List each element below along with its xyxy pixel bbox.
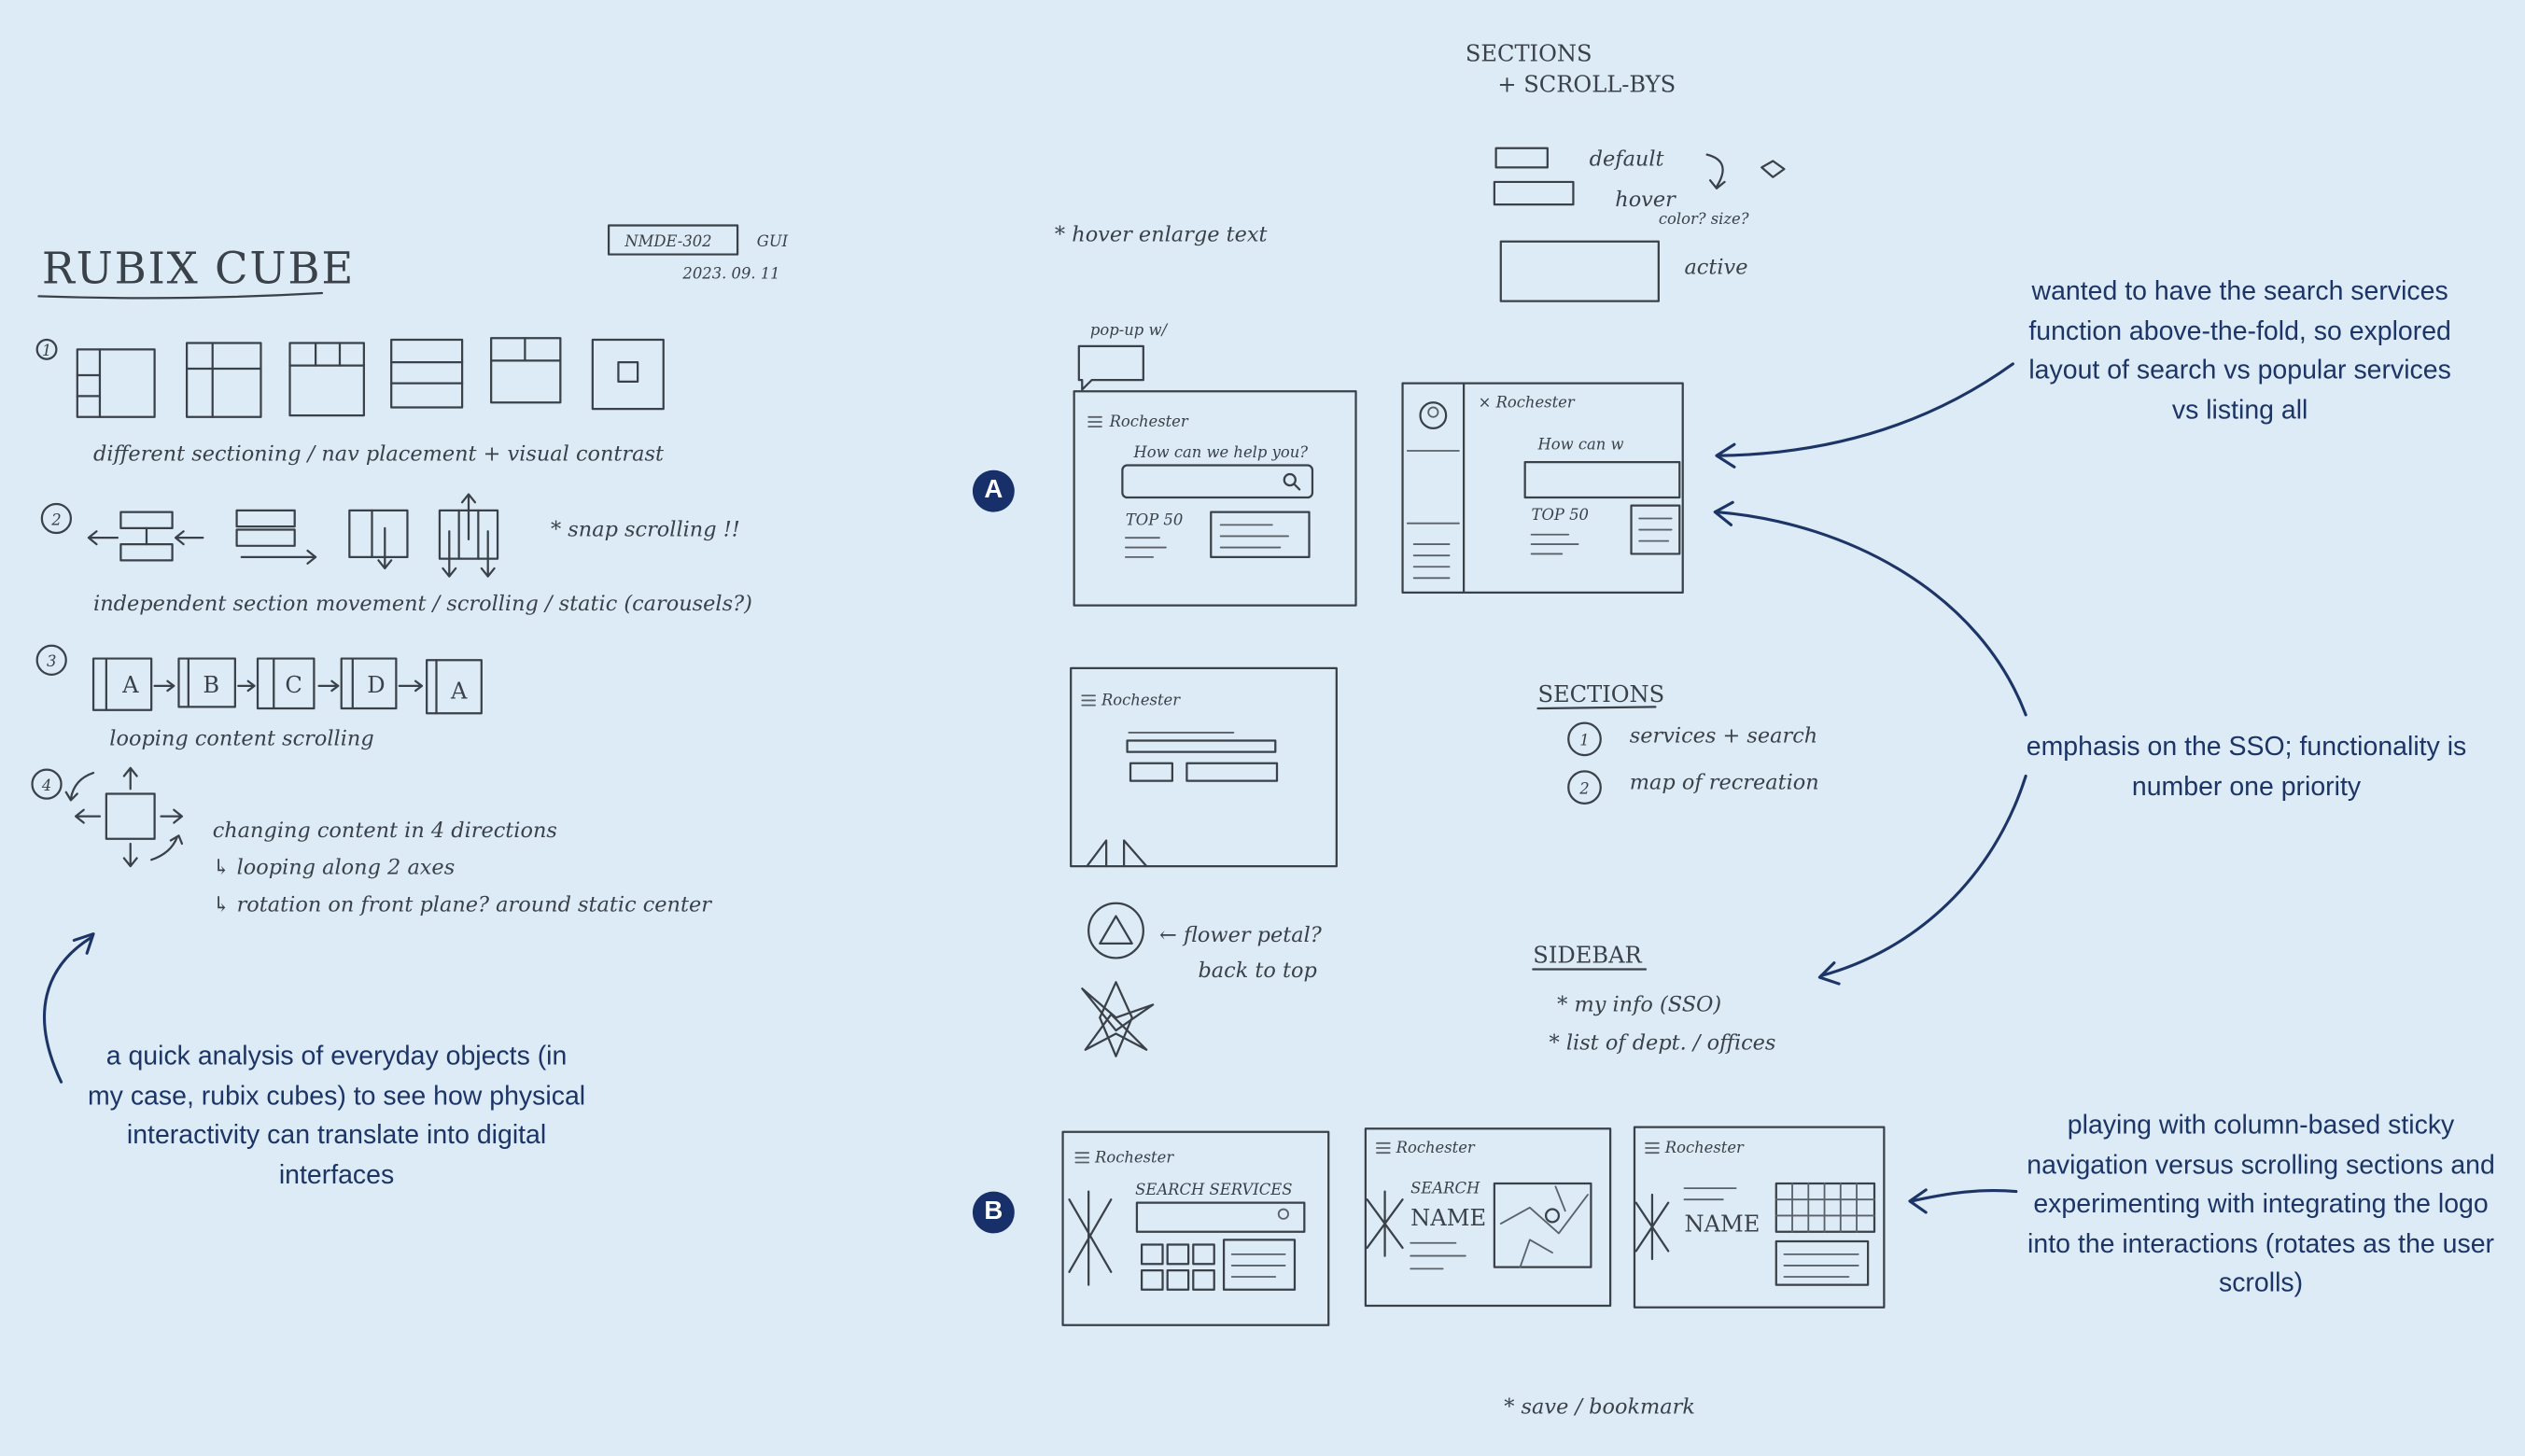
b3-brand: Rochester (1664, 1139, 1745, 1156)
hover-enlarge-note: * hover enlarge text (1055, 223, 1269, 247)
wireframe-a2: × Rochester How can w TOP 50 (1401, 382, 1684, 594)
button-states (1493, 147, 1786, 302)
snap-scrolling-note: * snap scrolling !! (551, 517, 740, 541)
save-bookmark-note: * save / bookmark (1504, 1395, 1695, 1420)
item-1-caption: different sectioning / nav placement + v… (93, 441, 665, 466)
wireframe-b1: Rochester SEARCH SERVICES (1061, 1130, 1330, 1326)
sectioning-thumbnails (76, 337, 665, 418)
bottom-right-arrowhead (1908, 1188, 1928, 1214)
sections-list-title: SECTIONS (1537, 681, 1664, 707)
wireframe-a1: Rochester How can we help you? TOP 50 (1073, 390, 1357, 607)
mid-right-arrow-up (1715, 511, 2027, 717)
section-2: map of recreation (1630, 770, 1819, 794)
course-gui: GUI (757, 232, 789, 250)
b1-brand: Rochester (1094, 1149, 1174, 1167)
loop-d: D (367, 672, 385, 698)
note-column-navigation: playing with column-based sticky navigat… (2027, 1111, 2495, 1298)
left-note-arrowhead (72, 932, 95, 955)
direction-thumbnail (64, 766, 184, 868)
annotation-arrows (42, 362, 2027, 1214)
a1-help-text: How can we help you? (1132, 443, 1308, 461)
wireframe-sections: Rochester (1070, 666, 1338, 868)
back-to-top-note: back to top (1198, 959, 1316, 983)
a1-brand: Rochester (1109, 413, 1189, 430)
sheet-date: 2023. 09. 11 (681, 264, 779, 282)
looping-thumbnails (91, 657, 483, 715)
item-4-line-2: ↳ looping along 2 axes (213, 856, 456, 880)
b2-name-label: NAME (1410, 1205, 1486, 1231)
item-4-line-3: ↳ rotation on front plane? around static… (213, 892, 713, 917)
loop-b: B (203, 672, 219, 698)
a2-help-text: How can w (1536, 435, 1623, 453)
state-active: active (1684, 255, 1747, 279)
top-right-arrow (1717, 362, 2014, 457)
mid-right-arrowhead-down (1817, 961, 1841, 986)
note-above-the-fold: wanted to have the search services funct… (2028, 276, 2451, 425)
website-sketch-sheet: SECTIONS + SCROLL-BYS default hover colo… (1055, 41, 1886, 1420)
state-default: default (1590, 147, 1665, 172)
section-number-2: 2 (1578, 779, 1589, 797)
wireframe-b3: Rochester NAME (1633, 1126, 1886, 1309)
course-code: NMDE-302 (624, 232, 711, 250)
popup-bubble (1077, 344, 1144, 391)
wireframe-b2: Rochester SEARCH NAME (1364, 1127, 1612, 1308)
bottom-right-arrow (1910, 1188, 2018, 1203)
note-everyday-objects: a quick analysis of everyday objects (in… (87, 1042, 586, 1189)
note-sso-priority: emphasis on the SSO; functionality is nu… (2026, 732, 2467, 802)
item-2-caption: independent section movement / scrolling… (93, 592, 752, 616)
popup-note: pop-up w/ (1090, 321, 1169, 339)
section-1: services + search (1630, 723, 1817, 748)
rubix-cube-sheet: RUBIX CUBE NMDE-302 GUI 2023. 09. 11 1 d… (31, 224, 789, 917)
hover-question: color? size? (1659, 210, 1749, 228)
sections-header: SECTIONS (1466, 41, 1592, 67)
badge-b: B (972, 1191, 1015, 1234)
item-number-4: 4 (41, 777, 51, 794)
mid-brand: Rochester (1101, 692, 1181, 709)
flower-logo-sketch (1081, 902, 1155, 1057)
item-4-line-1: changing content in 4 directions (213, 819, 557, 843)
movement-thumbnails (87, 493, 499, 578)
scroll-bys-header: + SCROLL-BYS (1497, 71, 1676, 97)
a2-brand: × Rochester (1479, 393, 1576, 411)
loop-a: A (121, 672, 139, 698)
item-3-caption: looping content scrolling (109, 727, 373, 751)
badge-a: A (972, 469, 1015, 512)
b2-search-label: SEARCH (1410, 1179, 1480, 1197)
b3-name-label: NAME (1684, 1211, 1760, 1238)
state-hover: hover (1615, 188, 1676, 212)
item-number-3: 3 (47, 652, 56, 670)
section-number-1: 1 (1579, 732, 1589, 749)
mid-right-arrowhead-up (1713, 500, 1734, 526)
a1-top-label: TOP 50 (1126, 511, 1183, 528)
item-number-1: 1 (42, 342, 51, 359)
sidebar-item-2: * list of dept. / offices (1550, 1031, 1776, 1056)
mid-right-arrow-down (1819, 774, 2027, 977)
a2-top-label: TOP 50 (1532, 506, 1589, 524)
top-right-arrowhead (1715, 442, 1736, 469)
sidebar-item-1: * my info (SSO) (1557, 992, 1721, 1016)
b1-search-title: SEARCH SERVICES (1135, 1181, 1292, 1198)
flower-petal-note: ← flower petal? (1159, 923, 1323, 947)
b2-brand: Rochester (1396, 1139, 1476, 1156)
item-number-2: 2 (50, 511, 61, 528)
loop-c: C (285, 672, 302, 698)
left-note-arrow (42, 935, 93, 1084)
sidebar-title: SIDEBAR (1533, 943, 1642, 969)
course-box (607, 224, 739, 256)
loop-a-repeat: A (450, 679, 468, 705)
sheet-title: RUBIX CUBE (42, 244, 355, 294)
